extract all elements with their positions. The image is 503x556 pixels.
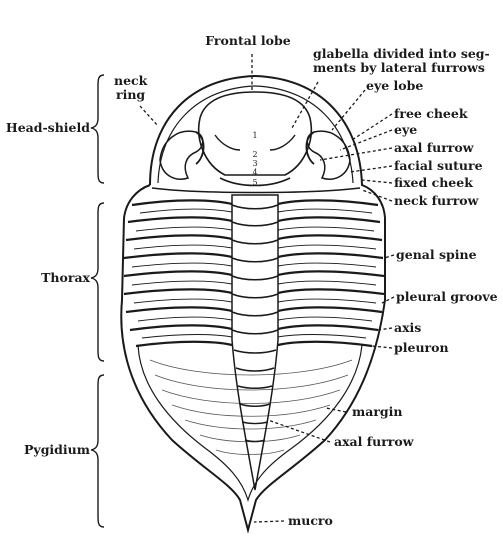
left-eye (159, 130, 205, 180)
label-axal-furrow-head: axal furrow (394, 140, 475, 155)
leader-free-cheek (351, 113, 393, 141)
leader-lines (139, 54, 395, 523)
leader-facial-suture (349, 165, 393, 173)
label-genal-spine: genal spine (396, 247, 477, 262)
label-neck-ring-line2: ring (116, 87, 145, 102)
label-pygidium: Pygidium (24, 442, 90, 457)
glabella-segment-numbers: 1 2 3 4 5 (252, 131, 257, 187)
left-braces (90, 74, 105, 528)
segment-number-2: 2 (252, 150, 257, 159)
leader-glabella (291, 81, 319, 129)
pygidium-rings (149, 359, 353, 455)
label-neck-furrow: neck furrow (394, 193, 480, 208)
segment-number-3: 3 (252, 159, 257, 168)
glabella (198, 91, 312, 176)
leader-axis (377, 327, 393, 331)
glabella-furrow-right (269, 134, 296, 151)
glabella-furrow-left (214, 134, 241, 151)
segment-number-5: 5 (252, 178, 257, 187)
label-pleural-groove: pleural groove (396, 289, 498, 304)
label-fixed-cheek: fixed cheek (394, 175, 473, 190)
pygidium-margin (137, 344, 363, 503)
leader-axal-furrow-head (319, 147, 393, 161)
leader-pleural-groove (381, 296, 395, 304)
neck-furrow-line (151, 187, 361, 194)
label-mucro: mucro (288, 513, 333, 528)
right-eye (305, 130, 351, 180)
label-margin: margin (352, 404, 403, 419)
trilobite-body: 1 2 3 4 5 (120, 74, 386, 534)
neck-ring-shape (219, 177, 291, 187)
brace-head-shield (90, 74, 105, 184)
head-border (157, 85, 354, 184)
label-pleuron: pleuron (394, 340, 449, 355)
label-neck-ring-line1: neck (114, 73, 148, 88)
axis-lobe (231, 194, 279, 491)
leader-fixed-cheek (361, 179, 393, 184)
head-shield-outline-left (121, 184, 151, 301)
label-frontal-lobe: Frontal lobe (205, 33, 290, 48)
segment-number-4: 4 (252, 168, 257, 177)
leader-eye-lobe (331, 89, 366, 131)
brace-pygidium (90, 374, 105, 528)
head-shield-outline (149, 74, 386, 300)
leader-genal-spine (383, 254, 395, 259)
leader-mucro (253, 520, 285, 523)
label-glabella-line2: ments by lateral furrows (313, 60, 485, 75)
leader-margin (325, 407, 347, 413)
brace-thorax (90, 202, 105, 362)
label-axis: axis (394, 320, 421, 335)
label-thorax: Thorax (41, 270, 90, 285)
leader-pleuron (371, 345, 393, 349)
leader-neck-ring (139, 105, 159, 127)
segment-number-1: 1 (252, 131, 257, 140)
label-axal-furrow-tail: axal furrow (334, 434, 415, 449)
label-head-shield: Head-shield (6, 120, 90, 135)
label-eye-lobe: eye lobe (366, 78, 423, 93)
labels: Frontal lobe glabella divided into seg- … (6, 33, 498, 528)
leader-eye (339, 129, 393, 151)
label-facial-suture: facial suture (394, 158, 483, 173)
thorax-segments (123, 199, 385, 348)
body-outline-lower (120, 299, 386, 534)
label-eye: eye (394, 122, 417, 137)
label-free-cheek: free cheek (394, 106, 468, 121)
label-glabella-line1: glabella divided into seg- (313, 46, 490, 61)
